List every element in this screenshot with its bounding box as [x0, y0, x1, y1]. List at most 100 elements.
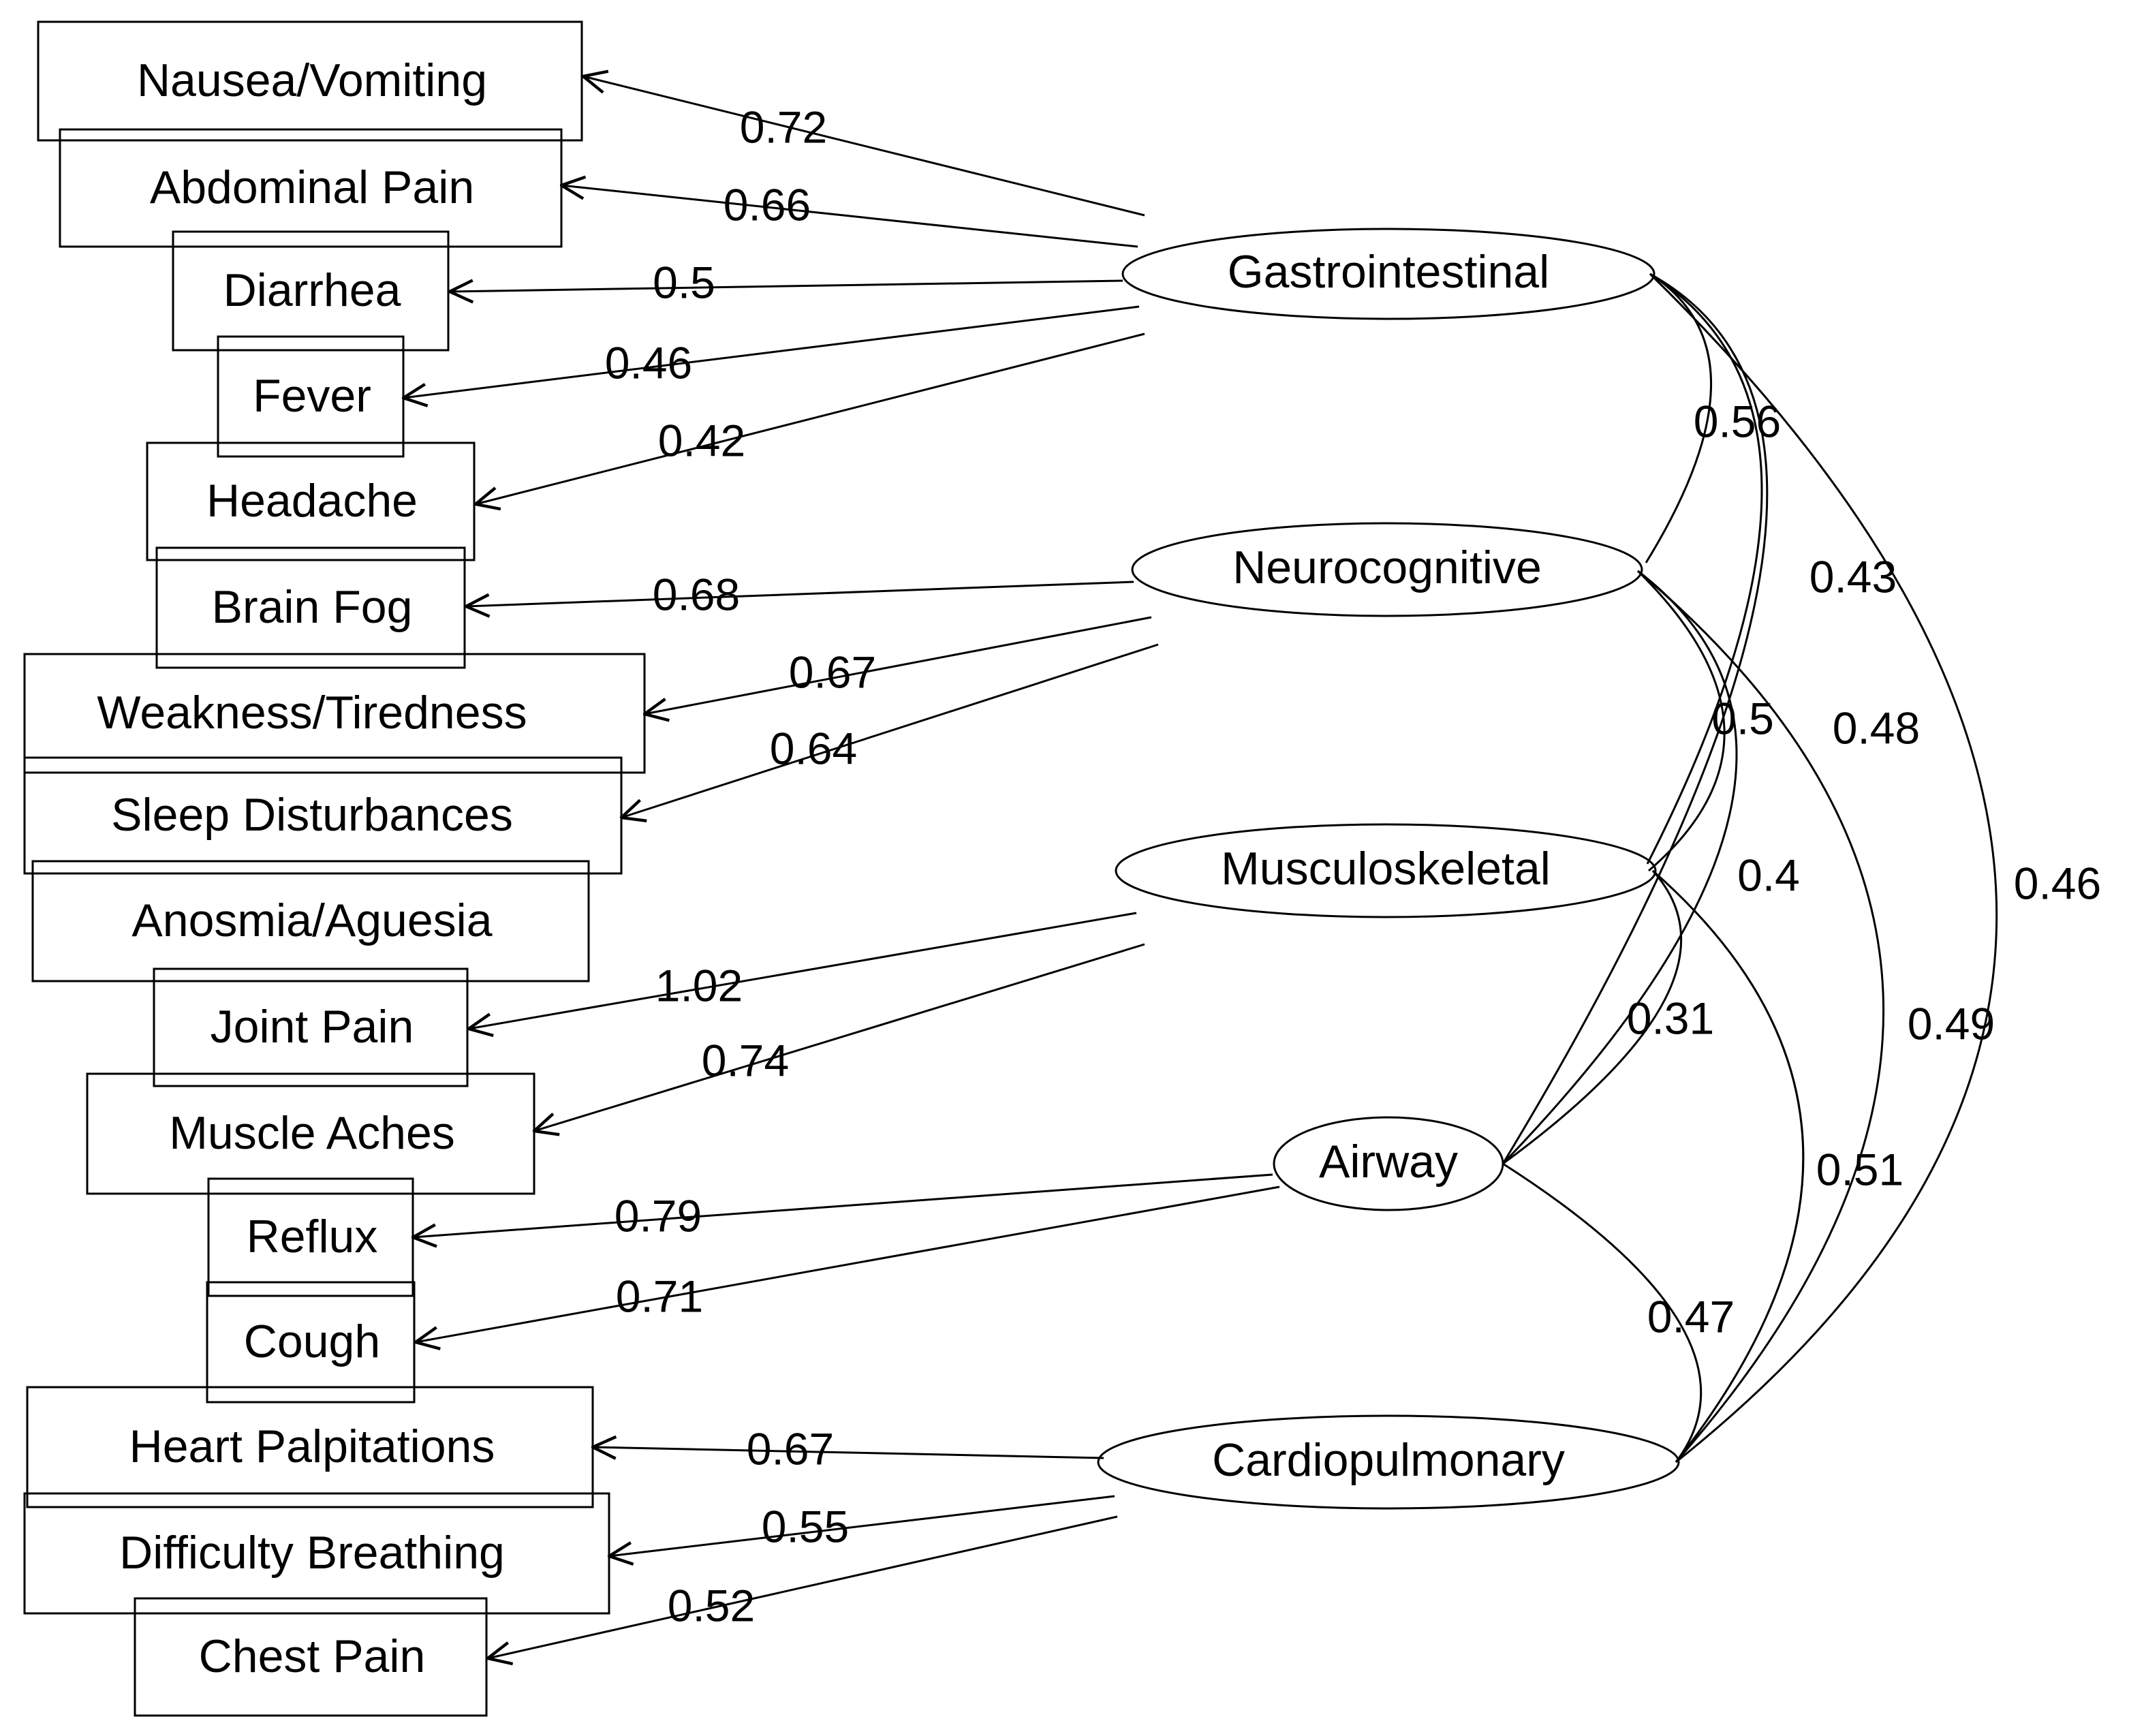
factor-ellipse — [1273, 1116, 1504, 1211]
correlation-value-gi-airway: 0.48 — [1833, 702, 1920, 753]
indicator-label: Sleep Disturbances — [111, 789, 513, 841]
indicator-label: Diarrhea — [223, 264, 401, 316]
loading-arrow-gi-diarrhea — [450, 281, 1123, 292]
indicator-chest: Chest Pain — [134, 1597, 488, 1717]
indicator-box — [23, 756, 623, 875]
indicator-label: Brain Fog — [212, 581, 413, 633]
loading-value-joint: 1.02 — [655, 960, 743, 1010]
loading-value-cough: 0.71 — [616, 1271, 703, 1321]
indicator-abdominal: Abdominal Pain — [59, 128, 563, 248]
loading-value-brainfog: 0.68 — [653, 569, 740, 619]
loading-arrow-cardio-heart — [593, 1447, 1104, 1458]
correlation-value-neuro-msk: 0.5 — [1711, 693, 1774, 743]
factor-label: Neurocognitive — [1232, 542, 1542, 593]
loading-arrow-neuro-brainfog — [466, 580, 1134, 606]
indicator-muscle: Muscle Aches — [86, 1072, 535, 1195]
loading-value-sleep: 0.64 — [770, 723, 857, 773]
indicator-joint: Joint Pain — [153, 967, 469, 1087]
correlation-value-gi-neuro: 0.56 — [1694, 396, 1781, 446]
indicator-fever: Fever — [217, 335, 405, 458]
indicator-label: Abdominal Pain — [150, 161, 474, 213]
loading-value-muscle: 0.74 — [702, 1035, 789, 1085]
correlation-value-neuro-airway: 0.4 — [1737, 850, 1800, 900]
indicator-box — [217, 335, 405, 458]
loading-arrow-msk-muscle — [534, 943, 1145, 1131]
loading-arrow-gi-fever — [403, 305, 1140, 398]
correlation-curve-neuro-airway — [1502, 570, 1738, 1165]
correlation-curve-airway-cardio — [1502, 1162, 1703, 1463]
loading-arrow-gi-headache — [476, 332, 1145, 504]
correlation-curve-gi-cardio — [1649, 273, 1998, 1463]
indicator-box — [23, 1492, 610, 1615]
loading-value-headache: 0.42 — [658, 415, 745, 465]
loading-arrow-airway-reflux — [413, 1173, 1273, 1237]
indicator-label: Fever — [253, 370, 371, 422]
indicator-nausea: Nausea/Vomiting — [37, 20, 583, 142]
indicator-box — [86, 1072, 535, 1195]
factor-cardio: Cardiopulmonary — [1097, 1414, 1680, 1510]
factor-airway: Airway — [1273, 1116, 1504, 1211]
loading-value-breathing: 0.55 — [762, 1501, 849, 1551]
loading-value-heart: 0.67 — [747, 1423, 834, 1474]
factor-label: Musculoskeletal — [1221, 843, 1551, 895]
correlation-value-airway-cardio: 0.47 — [1647, 1291, 1735, 1342]
correlation-value-gi-cardio: 0.46 — [2014, 858, 2101, 908]
indicator-heart: Heart Palpitations — [26, 1386, 594, 1508]
correlation-curve-msk-airway — [1502, 869, 1683, 1165]
factor-label: Cardiopulmonary — [1212, 1434, 1565, 1486]
indicator-label: Reflux — [247, 1211, 378, 1262]
correlation-curve-neuro-cardio — [1637, 570, 1885, 1463]
indicator-label: Weakness/Tiredness — [97, 687, 527, 739]
loading-value-fever: 0.46 — [605, 337, 692, 388]
indicator-sleep: Sleep Disturbances — [23, 756, 623, 875]
factor-label: Airway — [1319, 1136, 1458, 1188]
correlation-value-neuro-cardio: 0.49 — [1908, 998, 1995, 1049]
loading-arrow-gi-abdominal — [561, 185, 1138, 248]
loading-value-nausea: 0.72 — [740, 102, 827, 152]
indicator-box — [146, 441, 476, 561]
indicator-label: Difficulty Breathing — [119, 1527, 505, 1579]
loading-value-reflux: 0.79 — [615, 1190, 702, 1241]
indicator-label: Cough — [244, 1316, 380, 1367]
indicator-box — [207, 1177, 414, 1297]
loading-value-weakness: 0.67 — [789, 647, 876, 697]
loading-value-chest: 0.52 — [668, 1580, 755, 1630]
indicator-label: Heart Palpitations — [129, 1421, 495, 1472]
loading-arrow-neuro-sleep — [621, 643, 1159, 818]
indicator-box — [134, 1597, 488, 1717]
correlation-curve-msk-cardio — [1652, 869, 1805, 1463]
factor-ellipse — [1121, 228, 1656, 320]
factor-ellipse — [1115, 823, 1657, 918]
loading-value-abdominal: 0.66 — [724, 179, 811, 230]
indicator-brainfog: Brain Fog — [155, 546, 466, 669]
indicator-reflux: Reflux — [207, 1177, 414, 1297]
indicator-box — [26, 1386, 594, 1508]
indicator-label: Headache — [206, 475, 418, 527]
indicator-label: Joint Pain — [211, 1001, 414, 1053]
loading-arrow-gi-nausea — [583, 76, 1145, 217]
indicator-box — [153, 967, 469, 1087]
indicator-diarrhea: Diarrhea — [172, 230, 450, 352]
indicator-label: Chest Pain — [199, 1630, 426, 1682]
correlation-curve-gi-airway — [1502, 273, 1769, 1164]
indicator-cough: Cough — [206, 1281, 416, 1404]
indicator-box — [23, 653, 646, 774]
correlation-curve-neuro-msk — [1636, 570, 1726, 872]
correlation-curve-gi-neuro — [1645, 273, 1712, 563]
indicator-label: Nausea/Vomiting — [137, 55, 487, 106]
indicator-label: Muscle Aches — [169, 1107, 455, 1159]
factor-ellipse — [1097, 1414, 1680, 1510]
indicator-box — [59, 128, 563, 248]
correlation-value-msk-airway: 0.31 — [1627, 993, 1714, 1043]
factor-msk: Musculoskeletal — [1115, 823, 1657, 918]
loading-arrow-airway-cough — [416, 1185, 1280, 1342]
loading-arrow-cardio-breathing — [609, 1495, 1115, 1556]
indicator-headache: Headache — [146, 441, 476, 561]
factor-ellipse — [1131, 522, 1643, 617]
indicator-box — [37, 20, 583, 142]
correlation-value-msk-cardio: 0.51 — [1816, 1144, 1903, 1194]
correlation-value-gi-msk: 0.43 — [1809, 551, 1897, 602]
indicator-anosmia: Anosmia/Aguesia — [31, 860, 590, 982]
loading-arrow-cardio-chest — [488, 1515, 1118, 1658]
